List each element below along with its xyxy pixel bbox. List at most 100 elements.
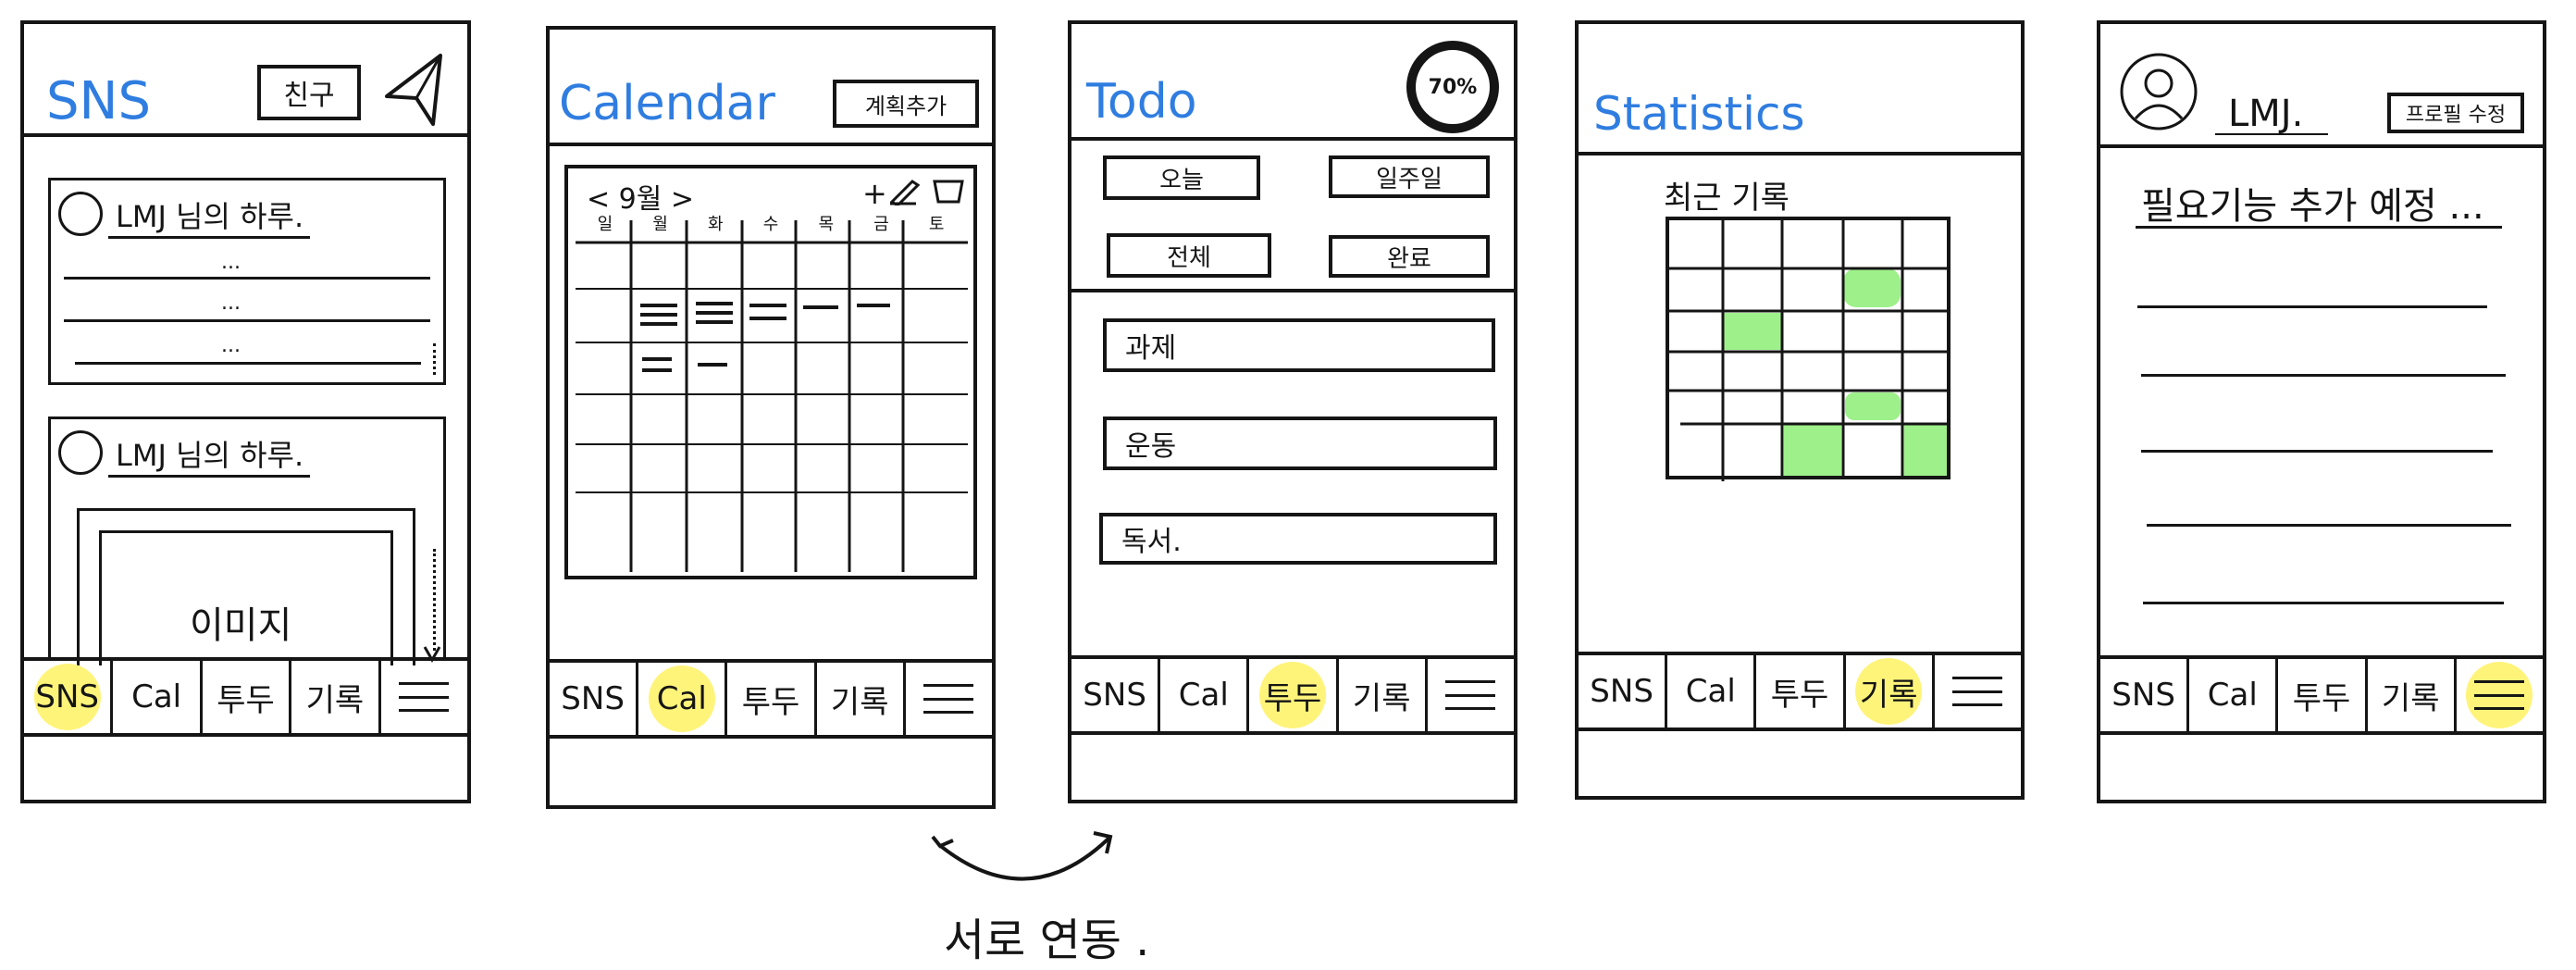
post-text-line: ... (221, 251, 241, 274)
todo-item[interactable]: 독서. (1099, 513, 1497, 565)
todo-filter-divider (1071, 289, 1514, 292)
todo-item[interactable]: 과제 (1103, 318, 1495, 372)
friend-button[interactable]: 친구 (257, 65, 361, 120)
post-author: LMJ 님의 하루. (116, 199, 304, 234)
plus-icon[interactable]: + (862, 176, 887, 211)
nav-tab-cal[interactable]: Cal (636, 663, 724, 735)
nav-tab-todo[interactable]: 투두 (2275, 659, 2364, 731)
placeholder-line (2147, 524, 2511, 527)
post-text-line: ... (221, 334, 241, 357)
image-frame (99, 530, 393, 665)
calendar-title: Calendar (559, 76, 775, 131)
month-selector[interactable]: < 9월 > (587, 183, 695, 216)
link-note: 서로 연동 . (944, 914, 1150, 966)
author-underline (108, 475, 310, 478)
nav-tab-todo[interactable]: 투두 (199, 661, 289, 733)
nav-tab-records[interactable]: 기록 (813, 663, 903, 735)
nav-tab-records[interactable]: 기록 (1842, 655, 1932, 728)
nav-tab-records[interactable]: 기록 (2364, 659, 2454, 731)
nav-tab-cal[interactable]: Cal (110, 661, 199, 733)
nav-tab-sns[interactable]: SNS (1083, 677, 1146, 714)
avatar (58, 430, 103, 475)
image-frame-outer (77, 508, 415, 665)
post-author: LMJ 님의 하루. (116, 438, 304, 473)
active-tab-highlight (1259, 662, 1326, 728)
nav-tab-todo[interactable]: 투두 (1753, 655, 1842, 728)
nav-tab-menu[interactable] (1931, 655, 2021, 728)
nav-tab-sns[interactable]: SNS (2112, 677, 2175, 714)
nav-tab-sns[interactable]: SNS (1590, 673, 1653, 710)
statistics-screen: Statistics 최근 기록 SNS Cal 투두 기록 (1575, 20, 2025, 800)
bottom-nav: SNS Cal 투두 기록 (1071, 655, 1514, 735)
nav-tab-records[interactable]: 기록 (1335, 659, 1425, 731)
nav-tab-records[interactable]: 기록 (289, 661, 378, 733)
memo-icon[interactable] (931, 178, 966, 205)
active-tab-highlight (648, 665, 715, 732)
nav-tab-menu[interactable] (902, 663, 992, 735)
weekday-label: 월 (652, 215, 668, 234)
nav-tab-cal[interactable]: Cal (1158, 659, 1246, 731)
nav-tab-menu[interactable] (378, 661, 467, 733)
pencil-icon[interactable] (888, 178, 920, 205)
nav-tab-todo[interactable]: 투두 (1246, 659, 1335, 731)
post-rule (64, 277, 430, 280)
recent-records-label: 최근 기록 (1664, 180, 1790, 217)
weekday-label: 수 (762, 215, 779, 234)
nav-tab-cal[interactable]: Cal (1665, 655, 1753, 728)
nav-tab-sns[interactable]: SNS (561, 680, 625, 717)
bottom-nav: SNS Cal 투두 기록 (24, 657, 467, 737)
filter-today-button[interactable]: 오늘 (1103, 155, 1260, 200)
sns-screen: SNS 친구 LMJ 님의 하루. ... ... ... LMJ 님의 하루.… (20, 20, 471, 803)
post-card[interactable]: LMJ 님의 하루. 이미지 (48, 417, 446, 665)
post-card[interactable]: LMJ 님의 하루. ... ... ... (48, 178, 446, 385)
todo-title: Todo (1086, 74, 1197, 130)
placeholder-line (2143, 602, 2504, 604)
statistics-header-divider (1579, 152, 2021, 155)
scroll-indicator[interactable] (433, 549, 436, 651)
weekday-label: 토 (928, 215, 945, 234)
avatar (58, 192, 103, 236)
post-rule (75, 362, 421, 365)
hamburger-menu-icon (1445, 680, 1496, 710)
filter-all-button[interactable]: 전체 (1107, 233, 1271, 278)
activity-heatmap (1666, 217, 1951, 481)
todo-screen: Todo 70% 오늘 일주일 전체 완료 과제 운동 독서. SNS Cal … (1068, 20, 1517, 803)
post-rule (64, 319, 430, 322)
profile-user-name: LMJ. (2228, 93, 2304, 135)
profile-screen: LMJ. 프로필 수정 필요기능 추가 예정 ... SNS Cal 투두 기록 (2097, 20, 2546, 803)
weekday-label: 일 (597, 215, 613, 234)
profile-header-divider (2100, 144, 2543, 148)
nav-tab-sns[interactable]: SNS (24, 661, 110, 733)
filter-done-button[interactable]: 완료 (1329, 235, 1490, 278)
placeholder-line (2141, 450, 2493, 453)
active-tab-highlight (33, 664, 101, 730)
image-placeholder-label: 이미지 (190, 604, 292, 647)
bidirectional-link-arrow (931, 831, 1113, 881)
profile-avatar-icon (2120, 53, 2198, 131)
weekday-label: 금 (873, 215, 889, 234)
nav-tab-cal[interactable]: Cal (2186, 659, 2275, 731)
name-underline (2215, 133, 2328, 135)
calendar-grid (576, 220, 968, 572)
scroll-indicator[interactable] (433, 343, 436, 375)
sns-header-divider (24, 133, 467, 137)
weekday-label: 화 (708, 215, 724, 234)
progress-value: 70% (1428, 75, 1478, 99)
nav-tab-menu[interactable] (1424, 659, 1514, 731)
nav-tab-todo[interactable]: 투두 (724, 663, 813, 735)
nav-tab-menu[interactable] (2453, 659, 2543, 731)
edit-profile-button[interactable]: 프로필 수정 (2387, 93, 2524, 133)
calendar-header-divider (550, 143, 992, 146)
event-marks (640, 302, 890, 372)
todo-item[interactable]: 운동 (1103, 417, 1497, 470)
hamburger-menu-icon (2474, 680, 2525, 710)
filter-week-button[interactable]: 일주일 (1329, 155, 1490, 198)
active-tab-highlight (1855, 658, 1923, 725)
placeholder-line (2141, 374, 2506, 377)
author-underline (108, 236, 310, 239)
add-plan-button[interactable]: 계획추가 (833, 80, 979, 128)
todo-header-divider (1071, 137, 1514, 141)
paper-plane-icon[interactable] (379, 46, 450, 135)
